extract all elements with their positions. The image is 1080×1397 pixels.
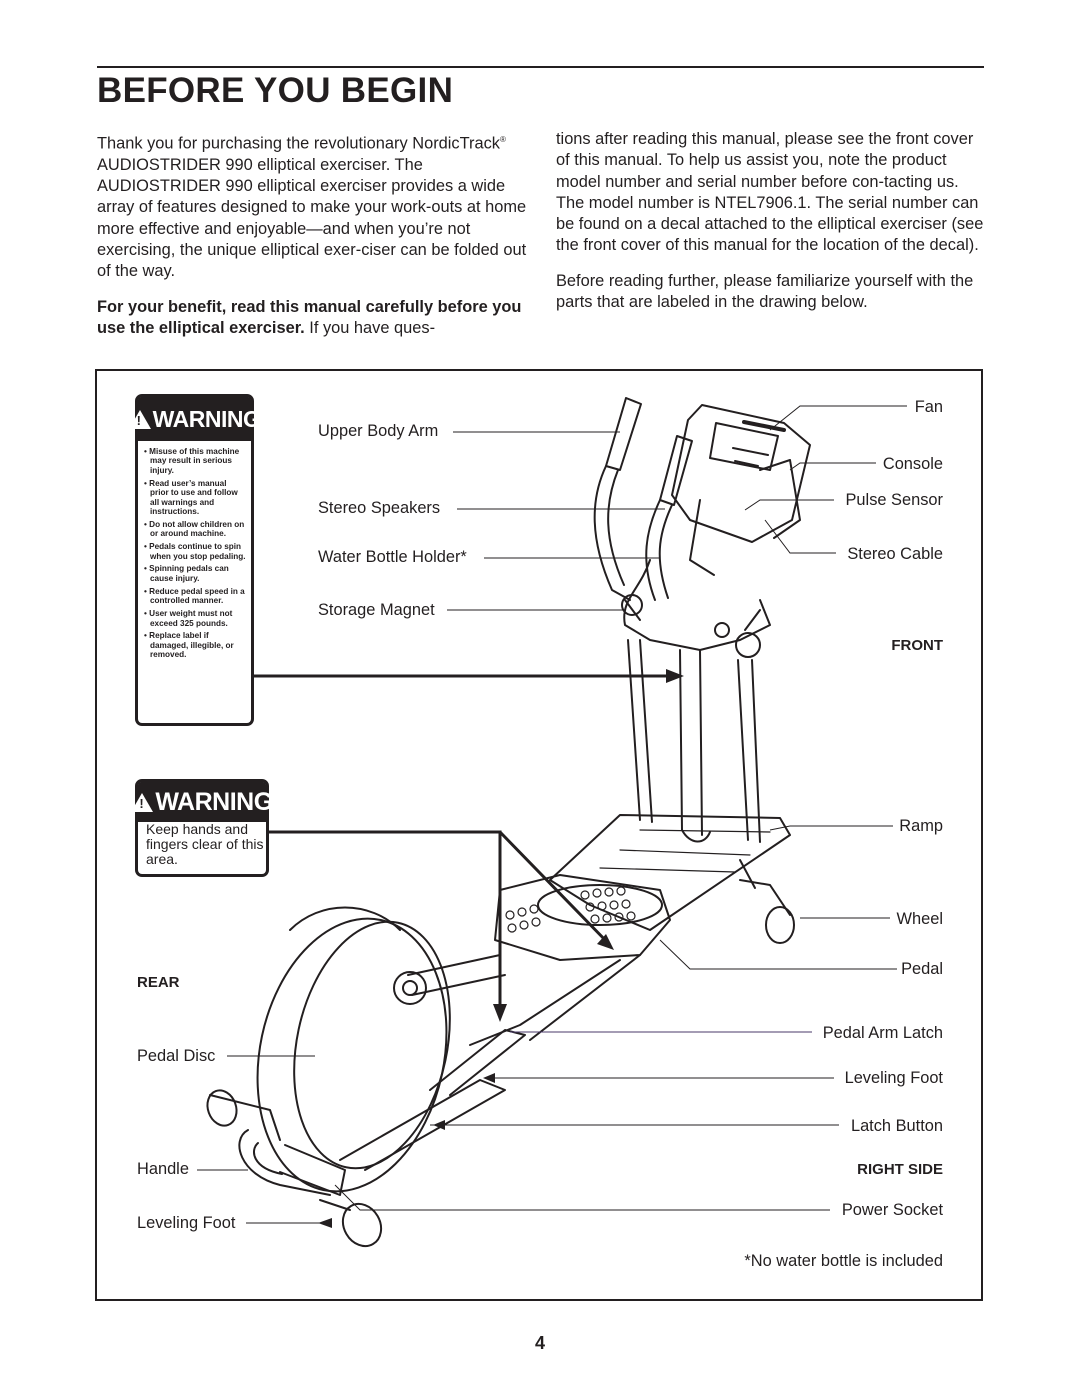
warning-decal-list: • Misuse of this machine may result in s… (138, 447, 251, 660)
registered-mark: ® (499, 135, 506, 144)
intro-right-column: tions after reading this manual, please … (556, 129, 984, 327)
read-manual-notice: For your benefit, read this manual caref… (97, 297, 522, 337)
label-pedal: Pedal (901, 960, 943, 978)
label-storage-magnet: Storage Magnet (318, 601, 435, 619)
label-console: Console (882, 455, 943, 473)
warning-item-text: Replace label if damaged, illegible, or … (149, 631, 234, 660)
intro-text-cont: If you have ques- (304, 318, 436, 337)
warning-item-text: Pedals continue to spin when you stop pe… (149, 542, 246, 561)
parts-diagram-frame (95, 369, 983, 1301)
page-title: BEFORE YOU BEGIN (97, 71, 454, 110)
label-leveling-foot-left: Leveling Foot (137, 1214, 236, 1232)
contact-paragraph: tions after reading this manual, please … (556, 130, 984, 255)
familiarize-paragraph: Before reading further, please familiari… (556, 271, 974, 312)
label-pedal-disc: Pedal Disc (137, 1047, 216, 1065)
warning-item: • Replace label if damaged, illegible, o… (144, 631, 234, 660)
warning-decal-header: WARNING (128, 397, 261, 441)
intro-text-cont: AUDIOSTRIDER 990 elliptical exerciser. T… (97, 155, 527, 281)
warning-decal-title: WARNING (152, 405, 261, 432)
intro-left-column: Thank you for purchasing the revolutiona… (97, 129, 527, 353)
warning-decal: WARNING • Misuse of this machine may res… (128, 394, 261, 726)
footnote: *No water bottle is included (744, 1252, 943, 1270)
intro-paragraph-1: Thank you for purchasing the revolutiona… (97, 129, 527, 283)
label-stereo-speakers: Stereo Speakers (318, 499, 441, 517)
page-number: 4 (534, 1333, 545, 1353)
label-power-socket: Power Socket (841, 1201, 943, 1219)
warning-item-text: Do not allow children on or around machi… (149, 519, 245, 539)
console-housing (671, 404, 811, 543)
intro-text: Thank you for purchasing the revolutiona… (97, 134, 500, 153)
label-pulse-sensor: Pulse Sensor (845, 491, 944, 509)
warning-item: • User weight must not exceed 325 pounds… (144, 609, 233, 628)
warning-item: • Reduce pedal speed in a controlled man… (144, 586, 245, 606)
label-handle: Handle (137, 1160, 189, 1178)
hands-warning-header: WARNING (131, 782, 273, 822)
warning-item: • Do not allow children on or around mac… (144, 519, 245, 539)
warning-item: • Pedals continue to spin when you stop … (144, 542, 246, 561)
pedal-shape (494, 874, 671, 961)
warning-item-text: Read user’s manual prior to use and foll… (149, 478, 238, 516)
hands-warning-title: WARNING (155, 787, 273, 816)
right-handgrip (659, 435, 693, 506)
label-stereo-cable: Stereo Cable (847, 545, 943, 563)
warning-item-text: Reduce pedal speed in a controlled manne… (149, 586, 245, 606)
pedal-disc-shape (256, 917, 448, 1193)
warning-triangle-icon (131, 792, 154, 812)
label-right-side: RIGHT SIDE (857, 1161, 943, 1178)
intro-paragraph-2: For your benefit, read this manual caref… (97, 297, 527, 340)
ramp-shape (549, 814, 791, 931)
label-rear: REAR (137, 974, 180, 991)
warning-item: • Spinning pedals can cause injury. (144, 564, 229, 583)
label-pedal-arm-latch: Pedal Arm Latch (822, 1024, 943, 1042)
left-handgrip (605, 397, 642, 471)
label-ramp: Ramp (899, 817, 943, 835)
label-upper-body-arm: Upper Body Arm (318, 422, 439, 440)
hands-warning-decal: WARNING Keep hands and fingers clear of … (131, 779, 273, 877)
warning-item: • Read user’s manual prior to use and fo… (144, 478, 238, 516)
label-front: FRONT (891, 637, 943, 654)
label-wheel: Wheel (896, 910, 943, 928)
label-leveling-foot-right: Leveling Foot (844, 1069, 943, 1087)
warning-item: • Misuse of this machine may result in s… (144, 447, 240, 475)
label-fan: Fan (914, 398, 943, 416)
title-rule (97, 66, 984, 68)
hands-warning-text: Keep hands and fingers clear of this are… (146, 821, 264, 867)
label-latch-button: Latch Button (850, 1117, 943, 1135)
warning-item-text: User weight must not exceed 325 pounds. (149, 609, 233, 628)
warning-item-text: Misuse of this machine may result in ser… (149, 447, 240, 475)
label-water-bottle-holder: Water Bottle Holder* (318, 548, 467, 566)
warning-triangle-icon (128, 409, 151, 429)
warning-item-text: Spinning pedals can cause injury. (149, 564, 229, 583)
